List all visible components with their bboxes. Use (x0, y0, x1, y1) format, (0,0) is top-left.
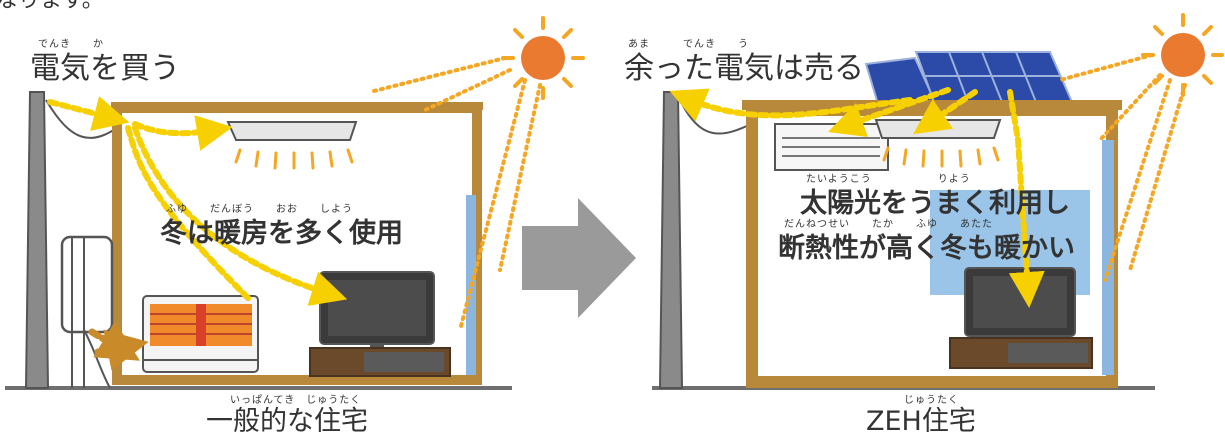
air-conditioner-icon (774, 123, 889, 171)
ceiling-light-icon (226, 121, 358, 170)
right-caption: ZEH住宅 (866, 406, 976, 437)
sell-electricity-label: 余った電気は売る (624, 51, 864, 86)
left-caption-ruby: いっぱんてき じゅうたく (230, 395, 362, 406)
energy-flow-arrows (669, 87, 1045, 308)
insulation-label: 断熱性が高く冬も暖かい (778, 233, 1075, 264)
window-icon (1102, 140, 1114, 375)
solar-panel-icon (864, 51, 1074, 106)
energy-flow-arrows (47, 96, 348, 306)
transition-arrow-icon (522, 198, 636, 318)
truncated-top-text: なります。 (0, 0, 104, 13)
heater-icon (142, 295, 259, 373)
buy-electricity-label: 電気を買う (30, 51, 180, 86)
heating-arrows (88, 321, 149, 371)
buy-electricity-ruby: でんき か (38, 39, 104, 50)
sunlight-rays (368, 56, 542, 332)
left-caption: 一般的な住宅 (206, 406, 368, 437)
winter-heating-ruby: ふゆ だんぼう おお しよう (166, 204, 353, 215)
left-house (5, 16, 585, 390)
utility-pole-icon (24, 91, 50, 389)
winter-heating-label: 冬は暖房を多く使用 (160, 218, 403, 249)
right-house (652, 13, 1224, 390)
television-icon (949, 267, 1093, 369)
solar-label: 太陽光をうまく利用し (800, 188, 1070, 219)
sun-icon (501, 16, 585, 100)
solar-ruby: たいようこう りよう (806, 174, 971, 185)
insulation-ruby: だんねつせい たか ふゆ あたた (784, 219, 993, 230)
right-caption-ruby: じゅうたく (904, 395, 959, 406)
sun-icon (1141, 13, 1224, 97)
utility-pole-icon (658, 91, 684, 389)
outdoor-unit-icon (60, 235, 114, 389)
sell-electricity-ruby: あま でんき う (628, 39, 749, 50)
television-icon (309, 271, 451, 377)
sunlight-rays (1058, 53, 1187, 282)
